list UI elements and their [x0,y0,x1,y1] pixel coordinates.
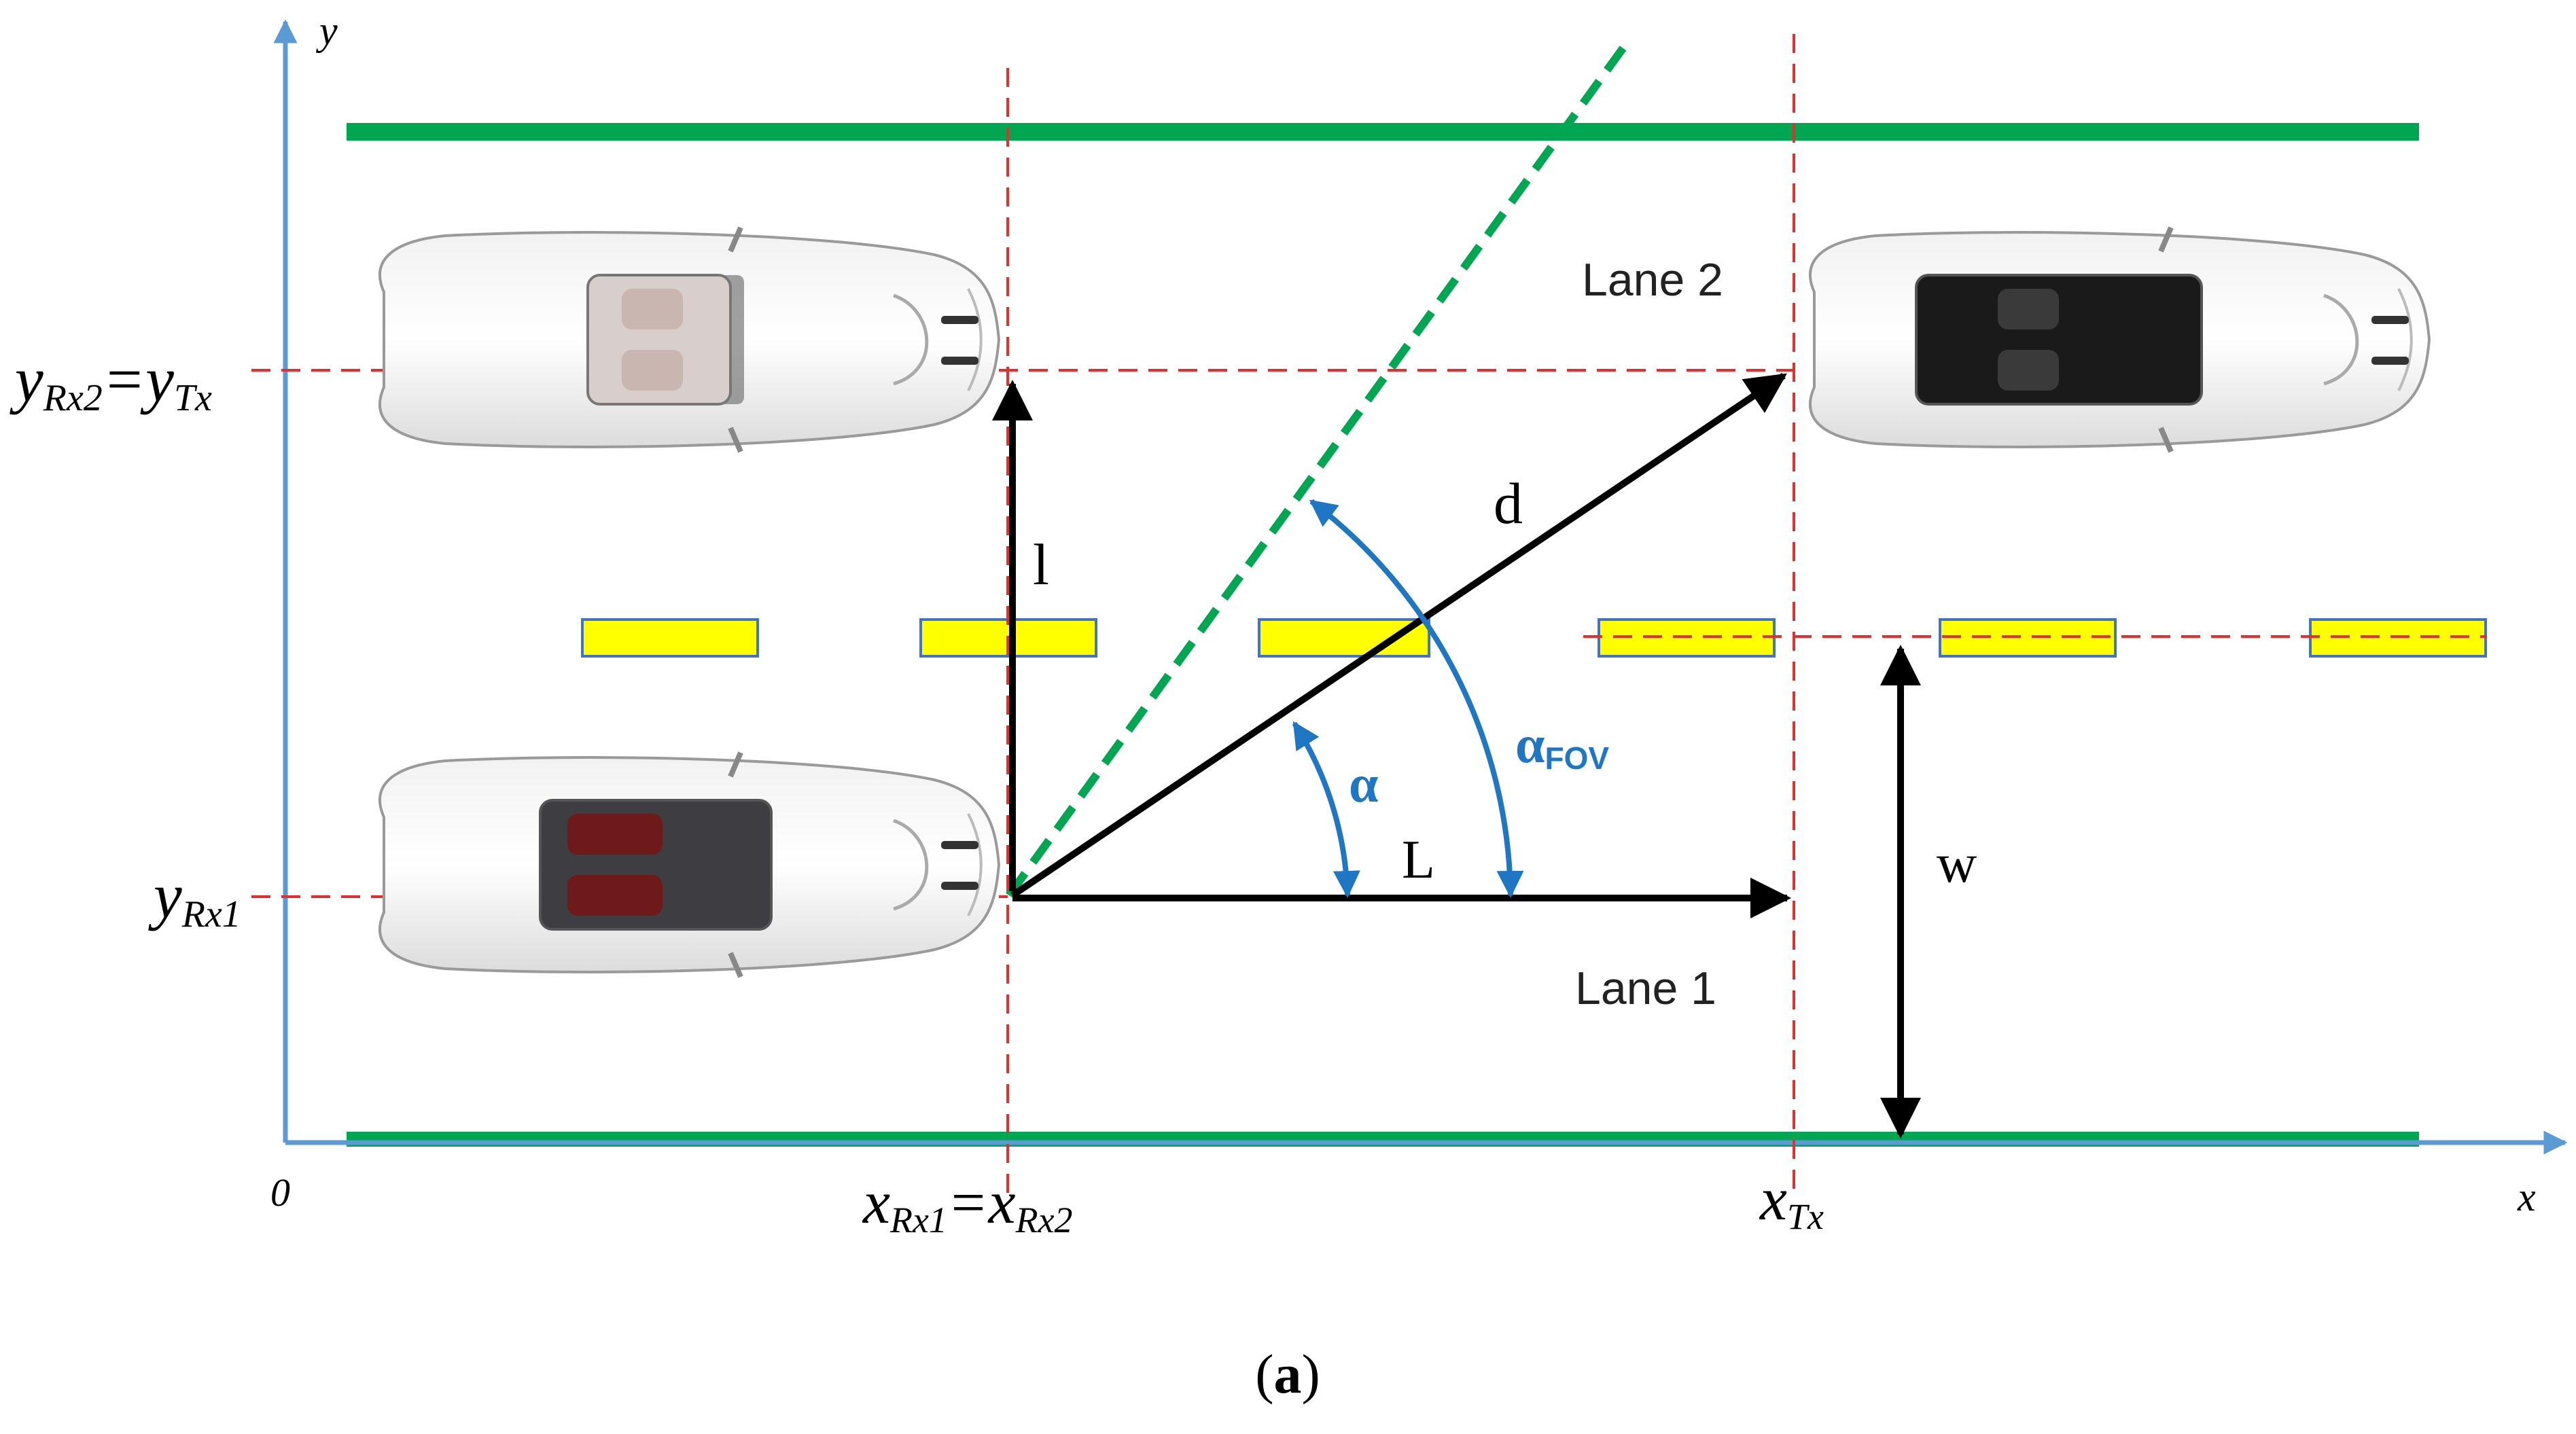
arc-alpha-fov [1309,499,1524,898]
label-lane2: Lane 2 [1582,254,1723,306]
figure-caption: (a) [1255,1343,1320,1405]
vehicle-tx [1810,228,2429,452]
label-w: w [1937,832,1977,894]
vehicle-rx1 [380,753,999,977]
label-alpha: α [1349,754,1379,813]
axis-y-label: y [315,8,338,53]
label-d: d [1494,471,1523,536]
angle-arcs [1292,499,1524,898]
lane-marking-3 [1258,618,1430,658]
coord-x-tx: xTx [1759,1166,1824,1237]
arc-alpha [1292,721,1360,898]
label-lane1: Lane 1 [1575,963,1716,1014]
label-l: l [1033,532,1049,597]
coord-y-rx1: yRx1 [148,861,241,935]
label-alpha-fov-main: α [1515,715,1545,774]
label-alpha-fov-sub: FOV [1545,740,1610,776]
axis-x-label: x [2517,1175,2536,1219]
guide-lines [251,34,2487,1196]
label-alpha-fov: αFOV [1515,715,1609,776]
coord-y-rx2-eq-y-tx: yRx2=yTx [10,344,212,419]
lane-marking-5 [1939,618,2117,658]
vehicle-rx2 [380,228,999,452]
lane-marking-1 [581,618,759,658]
vectors [992,372,1921,1139]
label-L: L [1402,830,1435,890]
fov-boundary-line [1006,35,1634,898]
axis-origin-label: 0 [270,1170,290,1215]
coord-x-rx1-eq-x-rx2: xRx1=xRx2 [862,1169,1073,1240]
